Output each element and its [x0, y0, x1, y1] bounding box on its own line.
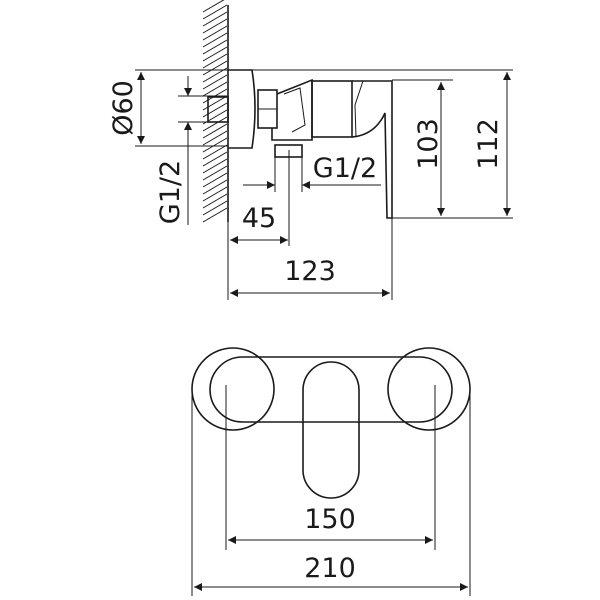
- hatch-line: [202, 137, 228, 153]
- hatch-line: [202, 151, 228, 167]
- hatch-line: [202, 0, 225, 13]
- hatch-line: [202, 193, 228, 209]
- hatch-line: [202, 165, 228, 181]
- dim-diameter-label: Ø60: [108, 80, 139, 136]
- wall-hatching: [202, 0, 228, 223]
- hatch-line: [202, 102, 228, 118]
- wall-flange: [228, 69, 256, 149]
- right-flange-circle: [387, 347, 471, 431]
- hatch-line: [202, 179, 228, 195]
- hatch-line: [202, 74, 228, 90]
- hatch-line: [202, 123, 228, 139]
- hatch-line: [202, 200, 228, 216]
- dim-112-label: 112: [473, 118, 504, 170]
- cartridge-housing: [311, 80, 353, 138]
- hatch-line: [202, 95, 228, 111]
- dim-thread-left-label: G1/2: [155, 160, 186, 224]
- handle-top: [302, 361, 360, 499]
- wall-pipe: [207, 96, 229, 123]
- dim-210-label: 210: [304, 553, 356, 584]
- left-flange-circle: [191, 347, 275, 431]
- dim-123-label: 123: [284, 256, 336, 287]
- hatch-line: [202, 158, 228, 174]
- hatch-line: [202, 39, 228, 55]
- hatch-line: [202, 186, 228, 202]
- hatch-line: [202, 81, 228, 97]
- mixer-body-side: [207, 69, 393, 219]
- hatch-line: [202, 60, 228, 76]
- hatch-line: [202, 207, 228, 223]
- hatch-line: [202, 11, 228, 27]
- dim-150-label: 150: [304, 504, 356, 535]
- dim-103-label: 103: [413, 118, 444, 170]
- hatch-line: [202, 116, 228, 132]
- hatch-line: [202, 4, 228, 20]
- valve-detail: [283, 87, 306, 133]
- hatch-line: [202, 53, 228, 69]
- dim-45-label: 45: [242, 203, 276, 234]
- hatch-line: [202, 130, 228, 146]
- hatch-line: [202, 46, 228, 62]
- side-view: Ø60 G1/2 G1/2 45 123 103 112: [108, 0, 513, 300]
- hatch-line: [202, 144, 228, 160]
- handle-lever: [351, 80, 393, 219]
- hatch-line: [202, 32, 228, 48]
- hatch-line: [202, 25, 228, 41]
- handle-detail: [354, 80, 364, 138]
- outlet-fitting: [274, 144, 303, 158]
- valve-body: [271, 78, 313, 141]
- mixer-body-top: [209, 356, 453, 423]
- hatch-line: [202, 172, 228, 188]
- top-view: 150 210: [191, 347, 471, 596]
- dim-thread-outlet-label: G1/2: [313, 153, 377, 184]
- hatch-line: [202, 18, 228, 34]
